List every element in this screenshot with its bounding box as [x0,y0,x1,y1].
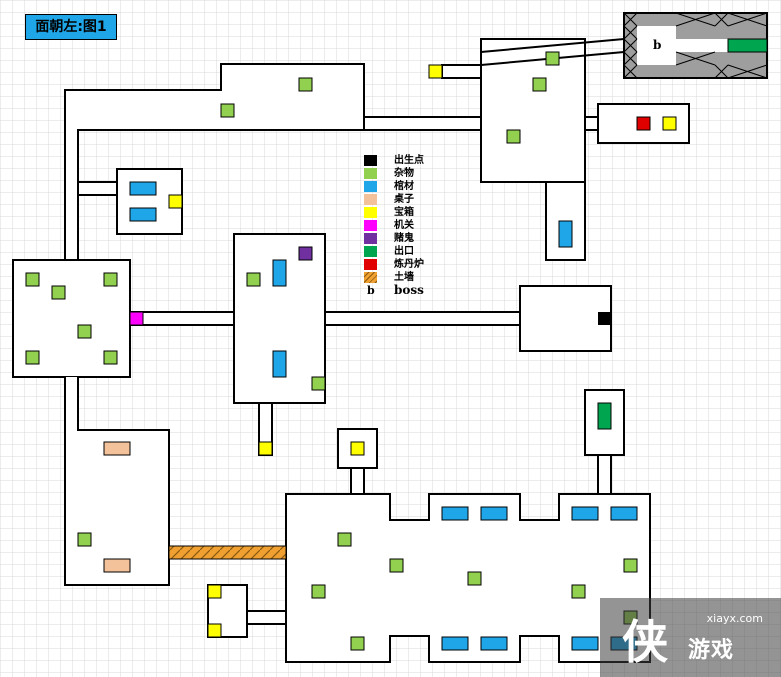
chest-swatch [364,207,377,218]
watermark: xiayx.com 侠 游戏 [600,598,781,677]
gamble-ghost-marker [298,246,313,261]
table-swatch [364,194,377,205]
misc-items [25,51,638,651]
watermark-name: 游戏 [688,638,735,663]
legend-label: 宝箱 [394,207,414,218]
room-spawn [519,285,612,352]
misc-item [103,350,118,365]
legend-label: 出生点 [394,155,424,166]
room-exit [584,389,625,456]
earth-wall [168,545,287,560]
legend-label: 杂物 [394,168,414,179]
misc-item [246,272,261,287]
coffin [441,636,469,651]
misc-item [51,285,66,300]
coffin [480,636,508,651]
boss-exit-marker [727,38,768,53]
misc-item [103,272,118,287]
legend-label: 出口 [394,246,414,257]
coffin [441,506,469,521]
legend-label: boss [394,283,424,297]
coffin [272,259,287,287]
exit-swatch [364,246,377,257]
coffin [571,636,599,651]
watermark-url: xiayx.com [706,612,763,625]
boss-area [623,12,768,79]
misc-item [25,350,40,365]
corridor-exit-down [597,454,612,495]
misc-item [389,558,404,573]
legend-label: 桌子 [394,194,414,205]
chest [258,441,273,456]
corridor-to-coffin-room [77,181,118,196]
corridor-bottom-left [246,610,287,625]
misc-item [506,129,521,144]
legend-label: 赌鬼 [394,233,414,244]
coffin [272,350,287,378]
corridors [77,64,612,625]
corridor-chest-top [441,64,482,79]
chest [428,64,443,79]
exit-marker [597,402,612,430]
misc-item [467,571,482,586]
chest [207,623,222,638]
legend-label: 棺材 [394,181,414,192]
misc-item [571,584,586,599]
spawn-marker [598,312,611,325]
misc-item [350,636,365,651]
coffin-swatch [364,181,377,192]
gamble-ghost-swatch [364,233,377,244]
boss-marker: b [653,38,662,52]
misc-item [532,77,547,92]
corridor-chest-down [350,467,365,495]
misc-item [623,558,638,573]
map-title: 面朝左:图1 [25,14,117,40]
chest [662,116,677,131]
misc-item [311,376,326,391]
coffin [610,506,638,521]
mechanism-marker [129,311,144,326]
coffin [129,181,157,196]
spawn-swatch [364,155,377,166]
tables [103,441,131,573]
chest [350,441,365,456]
earth-wall-swatch [364,272,377,283]
legend-label: 炼丹炉 [394,259,424,270]
corridor-furnace [584,116,599,131]
corridor-to-top-right [363,116,482,131]
coffin [558,220,573,248]
boss-legend-symbol: b [367,284,375,297]
misc-item [77,532,92,547]
misc-item [220,103,235,118]
chests [168,64,677,638]
chest [207,584,222,599]
misc-swatch [364,168,377,179]
corridor-left-middle [129,311,235,326]
coffin [129,207,157,222]
room-top-corridor [64,63,365,260]
coffins [129,181,638,651]
chest [168,194,183,209]
mechanism-swatch [364,220,377,231]
misc-item [77,324,92,339]
table [103,558,131,573]
coffin [571,506,599,521]
misc-item [545,51,560,66]
corridor-middle-spawn [324,311,521,326]
misc-item [298,77,313,92]
coffin [480,506,508,521]
furnace-marker [636,116,651,131]
table [103,441,131,456]
misc-item [25,272,40,287]
legend-label: 土墙 [394,272,414,283]
watermark-logo-icon: 侠 [622,615,668,669]
furnace-swatch [364,259,377,270]
legend-label: 机关 [394,220,414,231]
misc-item [311,584,326,599]
misc-item [337,532,352,547]
